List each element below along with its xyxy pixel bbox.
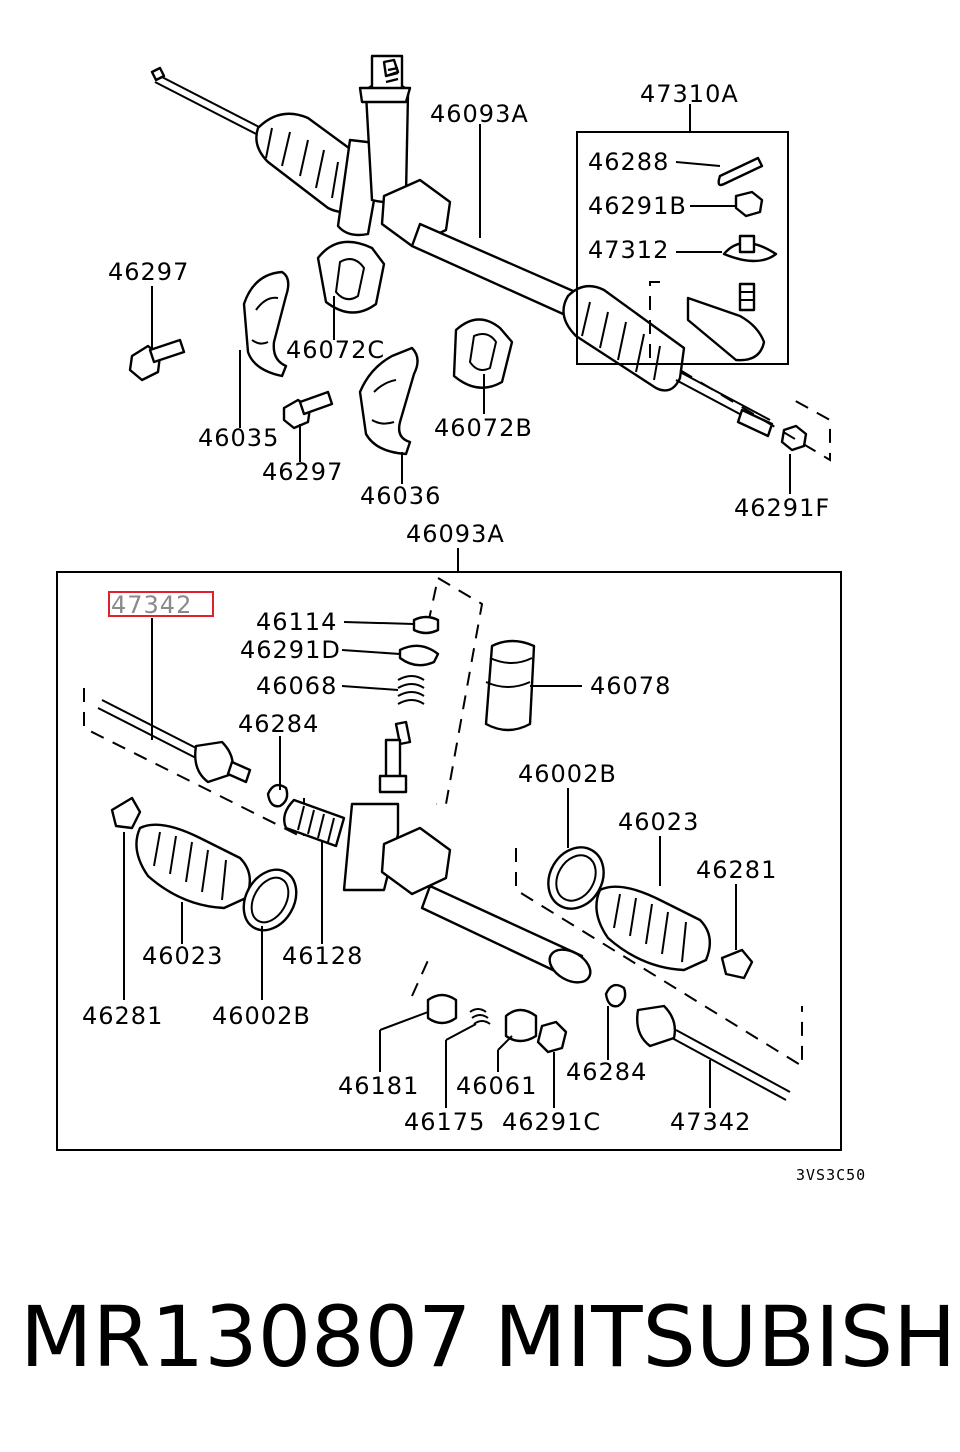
label-46291f: 46291F xyxy=(734,494,830,522)
label-46002b-left: 46002B xyxy=(212,1002,311,1030)
label-46291b: 46291B xyxy=(588,192,687,220)
label-46291c: 46291C xyxy=(502,1108,601,1136)
rack-assembly-top xyxy=(150,54,831,462)
tie-rod-end-47312 xyxy=(722,234,778,263)
label-46297-a: 46297 xyxy=(108,258,189,286)
bolt-46297-b xyxy=(282,390,334,430)
label-46023-right: 46023 xyxy=(618,808,699,836)
tie-rod-end-arm xyxy=(686,282,766,362)
brand-name: MITSUBISHI xyxy=(494,1288,960,1386)
bushing-46072c xyxy=(316,240,386,314)
lock-washer-46284-right xyxy=(604,983,627,1008)
gear-housing xyxy=(342,802,452,896)
label-46093a-top: 46093A xyxy=(430,100,529,128)
adjuster-46175 xyxy=(469,1008,491,1025)
leader-lines xyxy=(123,104,791,1108)
label-47342-highlight: 47342 xyxy=(111,591,192,619)
label-46284-right: 46284 xyxy=(566,1058,647,1086)
clip-46281-right xyxy=(720,948,754,980)
label-46072c: 46072C xyxy=(286,336,385,364)
part-number: MR130807 xyxy=(20,1288,472,1386)
spring-46068 xyxy=(397,675,425,705)
cap-46114 xyxy=(412,615,440,635)
boot-46023-left xyxy=(135,823,252,910)
label-46128: 46128 xyxy=(282,942,363,970)
label-46288: 46288 xyxy=(588,148,669,176)
label-46061: 46061 xyxy=(456,1072,537,1100)
rack-assembly-box xyxy=(56,571,842,1151)
plug-46181 xyxy=(426,993,458,1025)
bushing-46072b xyxy=(452,318,514,389)
boot-46023-right xyxy=(595,885,712,972)
label-47342-right: 47342 xyxy=(670,1108,751,1136)
label-46181: 46181 xyxy=(338,1072,419,1100)
inner-tie-rod-left xyxy=(97,699,252,784)
label-46078: 46078 xyxy=(590,672,671,700)
diagram-code: 3VS3C50 xyxy=(796,1166,866,1184)
pinion-shaft xyxy=(378,720,412,794)
label-46035: 46035 xyxy=(198,424,279,452)
label-46291d: 46291D xyxy=(240,636,341,664)
label-47310a: 47310A xyxy=(640,80,739,108)
label-46072b: 46072B xyxy=(434,414,533,442)
clip-46002b-left xyxy=(242,868,298,932)
cotter-pin-46288 xyxy=(717,156,764,187)
rack-bushing-46128 xyxy=(283,798,346,848)
label-46284-left: 46284 xyxy=(238,710,319,738)
dashed-group-top xyxy=(427,577,484,805)
label-46093a-box: 46093A xyxy=(406,520,505,548)
nut-46291b xyxy=(734,190,764,218)
label-46023-left: 46023 xyxy=(142,942,223,970)
label-46281-left: 46281 xyxy=(82,1002,163,1030)
label-46114: 46114 xyxy=(256,608,337,636)
dashed-group-bottom xyxy=(411,955,431,997)
clip-46281-left xyxy=(110,796,142,830)
adjuster-spring-46061 xyxy=(504,1008,538,1043)
label-46036: 46036 xyxy=(360,482,441,510)
lock-washer-46284-left xyxy=(266,783,289,808)
label-46297-b: 46297 xyxy=(262,458,343,486)
tie-rod-end-set-box xyxy=(576,131,789,365)
rack-tube-lower xyxy=(420,884,592,984)
label-46281-right: 46281 xyxy=(696,856,777,884)
nut-46291d xyxy=(398,644,440,667)
bolt-46297-a xyxy=(128,338,186,382)
label-47312: 47312 xyxy=(588,236,669,264)
label-46002b-right: 46002B xyxy=(518,760,617,788)
label-46068: 46068 xyxy=(256,672,337,700)
bearing-sleeve-46078 xyxy=(484,639,536,732)
bracket-46036 xyxy=(358,346,419,456)
highlight-box-47342[interactable] xyxy=(108,591,214,617)
label-46175: 46175 xyxy=(404,1108,485,1136)
clamp-46035 xyxy=(242,270,290,378)
inner-tie-rod-right xyxy=(636,1004,791,1101)
nut-46291c xyxy=(536,1020,568,1054)
